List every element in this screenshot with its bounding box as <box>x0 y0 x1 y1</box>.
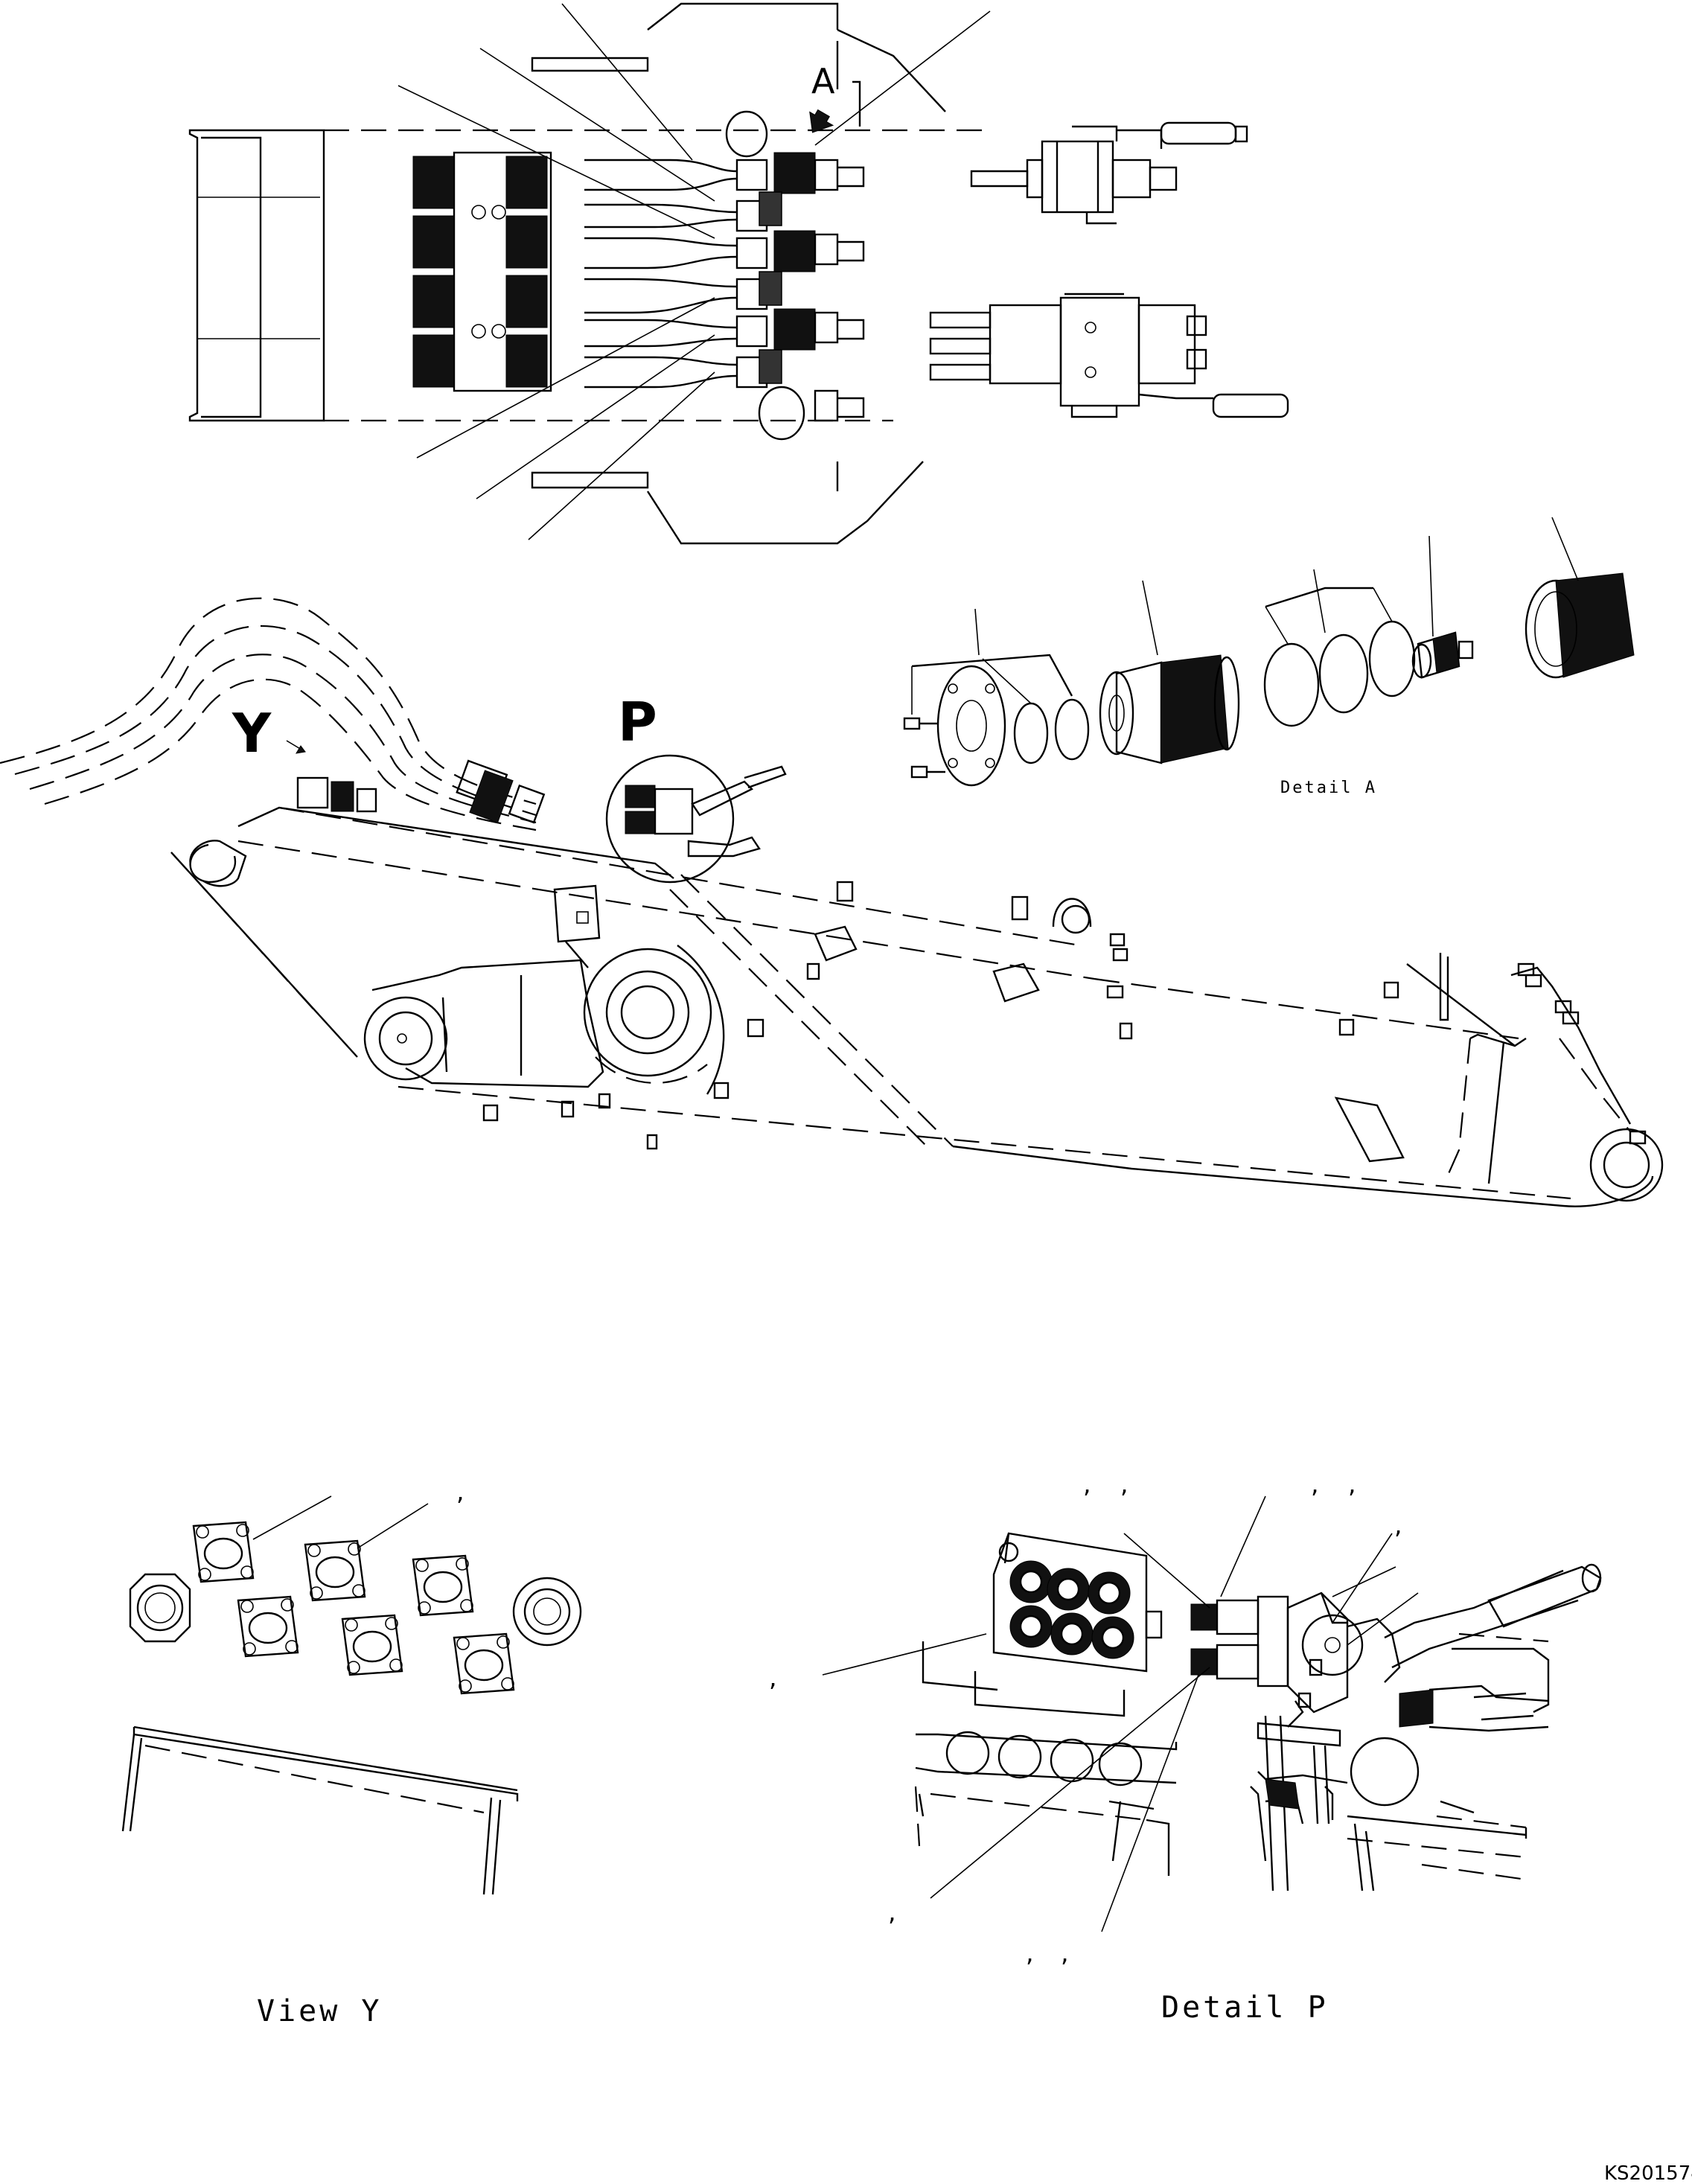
boom-outline <box>170 806 1654 1207</box>
detail-p-support <box>914 1641 1527 1891</box>
arrow-a: A <box>809 61 861 133</box>
drawing-number: KS201574 <box>1604 2162 1692 2184</box>
view-y-ref-sep-2: , <box>767 1667 779 1691</box>
split-flange-2 <box>304 1539 366 1602</box>
view-y-ref-sep-1: , <box>454 1481 467 1505</box>
o-ring-2 <box>1054 698 1090 761</box>
view-y-caption: View Y <box>257 1994 383 2028</box>
detail-p-marker: P <box>618 691 657 753</box>
o-ring-3 <box>1263 642 1320 727</box>
hose-coupler-y <box>296 776 377 813</box>
bolt-small-lower <box>910 765 945 779</box>
detail-p: , , , , , , , , Detail P <box>822 1473 1602 2025</box>
arm-end-pin <box>1334 1096 1664 1202</box>
manifold-block <box>412 151 552 392</box>
split-flange-3 <box>412 1554 474 1617</box>
boom-fittings <box>482 881 1399 1150</box>
detail-p-ref-sep-1: , <box>1081 1473 1094 1498</box>
o-ring-5 <box>1368 620 1416 697</box>
detail-p-ref-sep-4: , <box>1346 1473 1359 1498</box>
detail-a-exploded-view: Detail A <box>903 517 1635 797</box>
detail-p-ref-sep-8: , <box>1059 1942 1071 1967</box>
view-y: , , View Y <box>121 1481 779 2028</box>
o-ring-1 <box>1013 702 1049 764</box>
arrow-a-label: A <box>811 61 835 101</box>
split-flange-1 <box>192 1521 255 1583</box>
coupler-body <box>1099 654 1240 764</box>
detail-p-ref-sep-3: , <box>1309 1473 1321 1498</box>
nut-right <box>512 1577 582 1647</box>
detail-p-ref-sep-6: , <box>886 1901 898 1926</box>
o-ring-4 <box>1318 633 1369 714</box>
nipple <box>1411 631 1474 679</box>
sleeve <box>1525 572 1635 679</box>
nut-left <box>129 1573 191 1643</box>
hose-bundle <box>584 159 738 389</box>
detail-p-ref-sep-5: , <box>1392 1514 1405 1539</box>
bolt-small-upper <box>903 717 938 730</box>
top-assembly-view: A <box>188 2 1289 545</box>
detail-p-callout-circle <box>605 754 735 884</box>
detail-p-valve <box>1190 1563 1602 1732</box>
split-flange-4 <box>237 1595 299 1658</box>
detail-p-ref-sep-7: , <box>1024 1942 1036 1967</box>
detail-p-components-small <box>625 765 787 858</box>
split-flange-6 <box>453 1632 515 1695</box>
main-side-view: Y P <box>0 597 1664 1207</box>
arm-bracket <box>363 884 725 1095</box>
arm-top-fittings <box>1517 962 1580 1025</box>
detail-a-caption: Detail A <box>1280 779 1377 797</box>
detail-p-manifold <box>992 1532 1163 1673</box>
hose-coupler-mid <box>456 759 546 824</box>
detail-p-caption: Detail P <box>1161 1990 1329 2025</box>
side-valve-view-upper <box>970 121 1248 225</box>
quick-coupler-stack <box>725 110 865 441</box>
split-flange-5 <box>341 1614 403 1676</box>
view-y-marker: Y <box>232 702 272 764</box>
flange-plate <box>936 665 1006 787</box>
detail-p-ref-sep-2: , <box>1118 1473 1131 1498</box>
side-valve-view-lower <box>929 293 1289 418</box>
